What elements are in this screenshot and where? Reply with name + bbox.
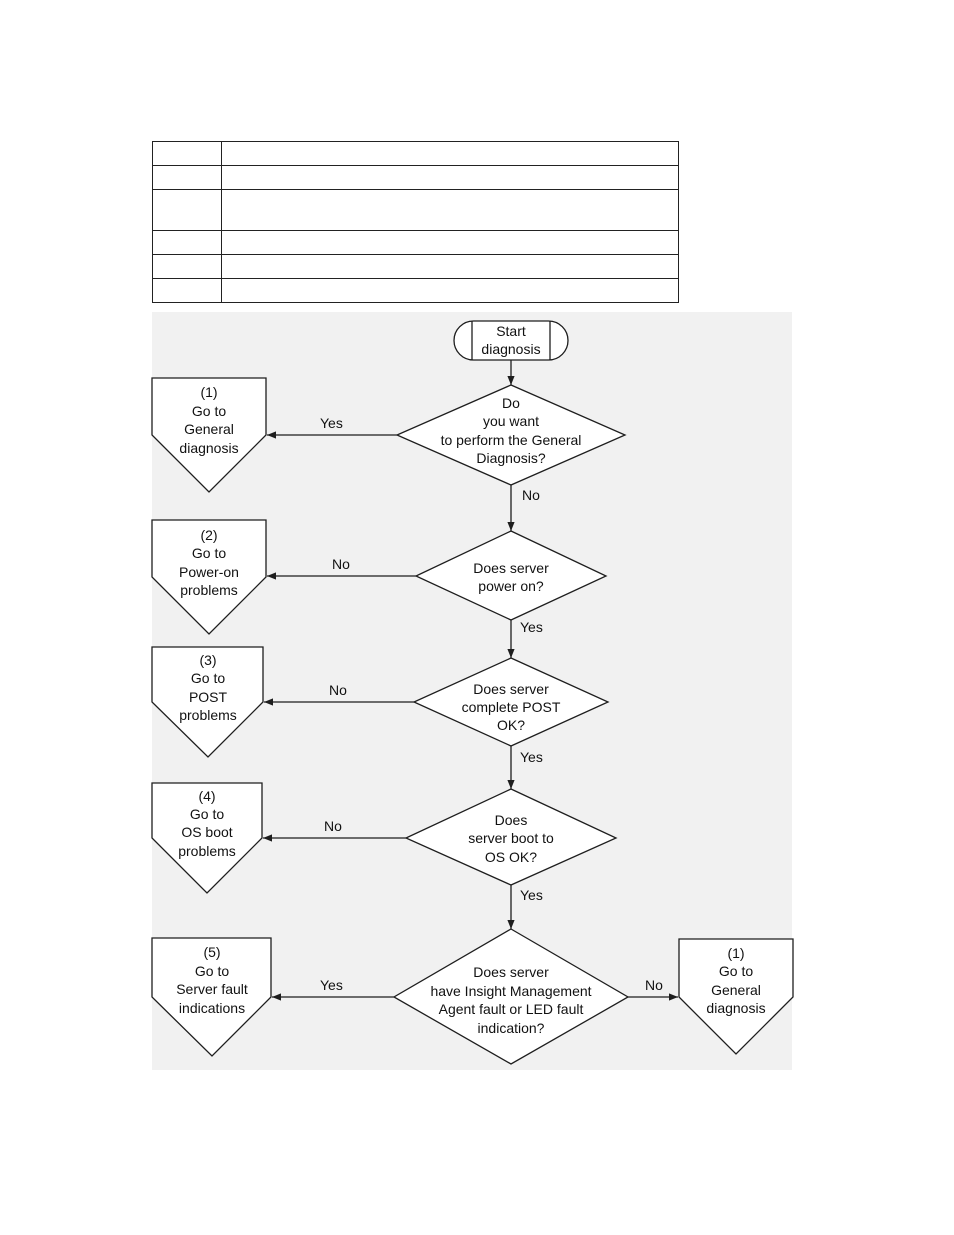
decision-fault-line-3: Agent fault or LED fault: [439, 1001, 584, 1017]
decision-post: Does server complete POST OK?: [412, 657, 610, 747]
ref1b-line-2: Go to: [719, 963, 753, 979]
ref1-line-1: (1): [200, 384, 217, 400]
ref3-line-4: problems: [179, 707, 237, 723]
start-label-line-2: diagnosis: [481, 341, 540, 357]
label-post-yes: Yes: [520, 749, 543, 765]
edge-labels: Yes No No Yes No Yes No Yes Yes No: [320, 415, 663, 993]
ref4-line-4: problems: [178, 843, 236, 859]
ref2-line-4: problems: [180, 582, 238, 598]
decision-post-line-2: complete POST: [462, 699, 561, 715]
label-fault-no: No: [645, 977, 663, 993]
ref4-line-3: OS boot: [181, 824, 232, 840]
legend-row: [152, 278, 679, 303]
legend-see-cell: [221, 189, 679, 231]
decision-general-diagnosis: Do you want to perform the General Diagn…: [395, 384, 627, 486]
decision-general-line-4: Diagnosis?: [476, 450, 545, 466]
ref1-line-2: Go to: [192, 403, 226, 419]
ref5-line-2: Go to: [195, 963, 229, 979]
label-post-no: No: [329, 682, 347, 698]
decision-post-line-1: Does server: [473, 681, 549, 697]
ref-os-boot-problems: (4) Go to OS boot problems: [151, 782, 263, 894]
decision-boot-line-3: OS OK?: [485, 849, 537, 865]
ref1-line-3: General: [184, 421, 234, 437]
decision-power-line-2: power on?: [478, 578, 544, 594]
decision-os-boot: Does server boot to OS OK?: [404, 788, 618, 886]
ref2-line-1: (2): [200, 527, 217, 543]
decision-boot-line-2: server boot to: [468, 830, 554, 846]
ref-general-diagnosis: (1) Go to General diagnosis: [151, 377, 267, 493]
decision-general-line-2: you want: [483, 413, 539, 429]
decision-general-line-1: Do: [502, 395, 520, 411]
label-boot-no: No: [324, 818, 342, 834]
legend-item-cell: [152, 278, 222, 303]
decision-boot-line-1: Does: [495, 812, 528, 828]
label-general-no: No: [522, 487, 540, 503]
ref3-line-2: Go to: [191, 670, 225, 686]
decision-fault-line-4: indication?: [478, 1020, 545, 1036]
decision-power-on: Does server power on?: [414, 530, 608, 621]
decision-post-line-3: OK?: [497, 717, 525, 733]
label-fault-yes: Yes: [320, 977, 343, 993]
label-general-yes: Yes: [320, 415, 343, 431]
decision-power-line-1: Does server: [473, 560, 549, 576]
legend-item-cell: [152, 165, 222, 190]
ref-server-fault-indications: (5) Go to Server fault indications: [151, 937, 272, 1057]
ref-general-diagnosis-right: (1) Go to General diagnosis: [678, 938, 794, 1055]
label-power-yes: Yes: [520, 619, 543, 635]
label-boot-yes: Yes: [520, 887, 543, 903]
ref1b-line-4: diagnosis: [706, 1000, 765, 1016]
decision-fault-line-2: have Insight Management: [430, 983, 591, 999]
ref1b-line-3: General: [711, 982, 761, 998]
ref5-line-3: Server fault: [176, 981, 248, 997]
ref5-line-4: indications: [179, 1000, 245, 1016]
ref4-line-1: (4): [198, 788, 215, 804]
ref-post-problems: (3) Go to POST problems: [151, 646, 264, 758]
ref-power-on-problems: (2) Go to Power-on problems: [151, 519, 267, 635]
start-label-line-1: Start: [496, 323, 526, 339]
legend-item-cell: [152, 254, 222, 279]
legend-row: [152, 230, 679, 255]
legend-row: [152, 189, 679, 231]
connectors: [263, 360, 678, 1001]
ref1-line-4: diagnosis: [179, 440, 238, 456]
label-power-no: No: [332, 556, 350, 572]
legend-see-cell: [221, 278, 679, 303]
ref1b-line-1: (1): [727, 945, 744, 961]
ref3-line-1: (3): [199, 652, 216, 668]
decision-general-line-3: to perform the General: [441, 432, 582, 448]
legend-table: [152, 141, 679, 303]
decision-fault-line-1: Does server: [473, 964, 549, 980]
start-terminator: Start diagnosis: [453, 320, 569, 361]
decision-fault-indication: Does server have Insight Management Agen…: [392, 928, 630, 1065]
legend-row: [152, 254, 679, 279]
ref4-line-2: Go to: [190, 806, 224, 822]
ref2-line-2: Go to: [192, 545, 226, 561]
ref2-line-3: Power-on: [179, 564, 239, 580]
ref5-line-1: (5): [203, 944, 220, 960]
ref3-line-3: POST: [189, 689, 228, 705]
